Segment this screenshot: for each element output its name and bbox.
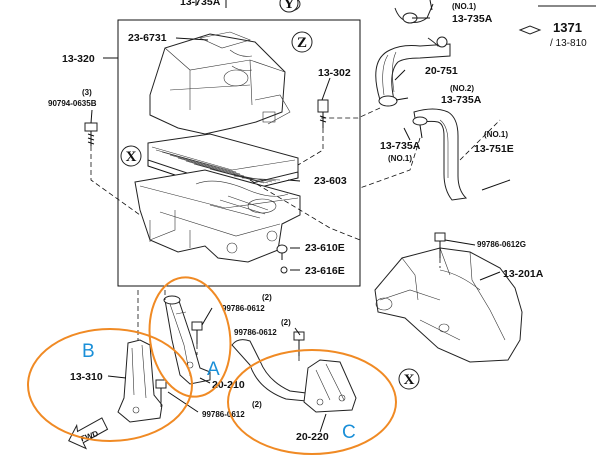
label-99786-c: 99786-0612: [202, 410, 245, 419]
label-90794-qty: (3): [82, 88, 92, 97]
callout-ring-c: [227, 349, 397, 455]
marker-z-label: Z: [297, 35, 307, 51]
label-13-735a-no1: 13-735A: [452, 13, 493, 25]
label-23-616e: 23-616E: [305, 265, 345, 277]
label-13-735a-no1-qty: (NO.1): [452, 2, 476, 11]
bracket-20-210: [163, 295, 211, 385]
callout-b: B: [82, 341, 95, 362]
air-cleaner-cover: [149, 31, 291, 135]
label-99786-a-qty: (2): [262, 293, 272, 302]
hose-13-751e: [412, 108, 468, 201]
label-13-310: 13-310: [70, 371, 103, 383]
marker-x-left: X: [120, 145, 142, 167]
label-13-735a-top: 13-735A: [180, 0, 221, 8]
label-1371: 1371: [553, 20, 582, 35]
label-23-610e: 23-610E: [305, 242, 345, 254]
label-13-810: / 13-810: [550, 38, 587, 49]
bolt-99786-0612g: [434, 232, 446, 258]
callout-a: A: [207, 359, 220, 380]
arrow-1371: [518, 25, 542, 35]
marker-x-right-label: X: [404, 372, 415, 388]
label-13-735a-mid-qty: (NO.1): [388, 154, 412, 163]
marker-z: Z: [291, 31, 313, 53]
label-13-302: 13-302: [318, 67, 351, 79]
bracket-20-220: [231, 339, 357, 413]
marker-y-label: Y: [284, 0, 295, 12]
bolt-13-302: [317, 99, 329, 128]
bolt-99786-c: [155, 379, 167, 402]
marker-x-left-label: X: [126, 149, 137, 165]
marker-x-right: X: [398, 368, 420, 390]
fwd-arrow: FWD: [68, 417, 109, 450]
label-99786-b: 99786-0612: [234, 328, 277, 337]
label-99786-c-qty: (2): [252, 400, 262, 409]
label-23-6731: 23-6731: [128, 32, 167, 44]
label-13-735a-mid: 13-735A: [380, 140, 421, 152]
hose-20-751: [375, 36, 451, 101]
label-23-603: 23-603: [314, 175, 347, 187]
label-13-735a-no2: 13-735A: [441, 94, 482, 106]
bolt-99786-a: [191, 321, 203, 344]
label-99786-0612g: 99786-0612G: [477, 240, 526, 249]
label-20-751: 20-751: [425, 65, 458, 77]
label-13-735a-no2-qty: (NO.2): [450, 84, 474, 93]
callout-ring-b: [27, 328, 193, 442]
assembly-frame: [117, 19, 361, 287]
callout-ring-a: [148, 276, 232, 398]
air-cleaner-case: [134, 169, 301, 263]
label-99786-b-qty: (2): [281, 318, 291, 327]
leader-lines-dashed: [90, 107, 501, 410]
label-99786-a: 99786-0612: [222, 304, 265, 313]
grommet-parts: [276, 244, 288, 274]
label-13-751e-qty: (NO.1): [484, 130, 508, 139]
bolt-99786-b: [293, 331, 305, 356]
label-13-320: 13-320: [62, 53, 95, 65]
label-90794: 90794-0635B: [48, 99, 97, 108]
filter-element: [147, 133, 299, 195]
bracket-13-310: [117, 339, 163, 423]
label-13-751e: 13-751E: [474, 143, 514, 155]
resonator-duct: [374, 247, 523, 363]
leader-lines: [90, 17, 511, 433]
bolt-90794: [84, 122, 98, 146]
label-20-220: 20-220: [296, 431, 329, 443]
marker-y: Y: [279, 0, 299, 13]
clamp-13-735a: [378, 95, 409, 107]
callout-c: C: [342, 422, 356, 443]
label-13-201a: 13-201A: [503, 268, 544, 280]
